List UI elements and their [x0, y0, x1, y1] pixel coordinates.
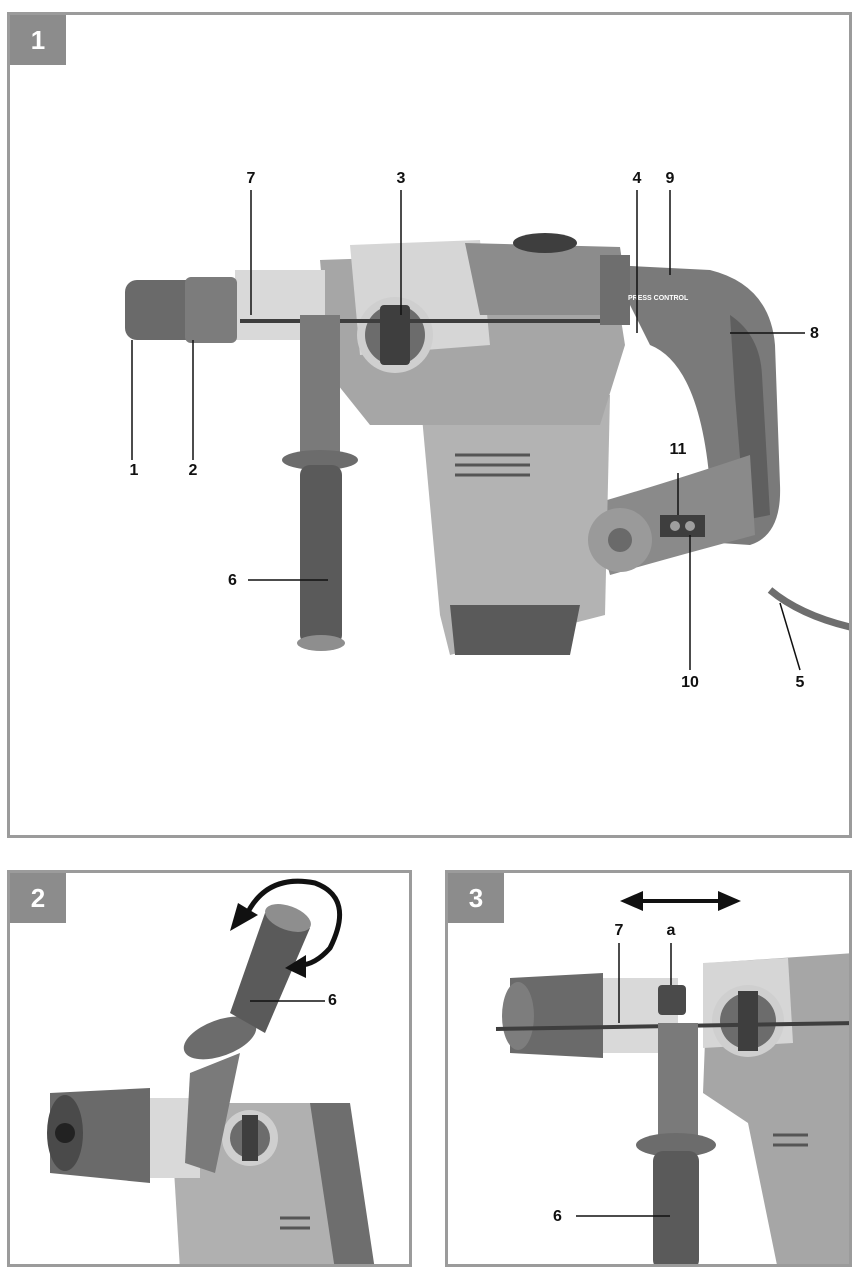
callout-11: 11 — [669, 441, 687, 458]
callout-6: 6 — [228, 572, 237, 589]
figure-1-number: 1 — [10, 15, 66, 65]
side-handle-rotation-illustration — [47, 878, 375, 1264]
callout-2: 2 — [188, 462, 198, 479]
depth-stop-adjust-illustration — [495, 891, 849, 1264]
callout-4: 4 — [632, 170, 642, 187]
figure-3-number: 3 — [448, 873, 504, 923]
double-arrow-icon — [620, 891, 741, 911]
callout-5: 5 — [795, 674, 805, 691]
hammer-drill-illustration: PRESS CONTROL — [125, 190, 849, 671]
fig3-callout-6: 6 — [553, 1208, 562, 1225]
callout-10: 10 — [681, 674, 699, 691]
figure-1-panel: 1 PRESS CONTROL — [7, 12, 852, 838]
press-control-print: PRESS CONTROL — [628, 295, 689, 302]
figure-3-panel: 3 — [445, 870, 852, 1267]
callout-7: 7 — [246, 170, 256, 187]
fig3-callout-7: 7 — [614, 922, 624, 939]
rotate-arrow-icon — [230, 878, 343, 978]
figure-2-number: 2 — [10, 873, 66, 923]
figure-2-panel: 2 6 — [7, 870, 412, 1267]
callout-1: 1 — [129, 462, 139, 479]
callout-8: 8 — [810, 325, 819, 342]
callout-9: 9 — [665, 170, 675, 187]
callout-3: 3 — [396, 170, 406, 187]
fig3-callout-a: a — [666, 922, 676, 939]
fig2-callout-6: 6 — [328, 992, 337, 1009]
